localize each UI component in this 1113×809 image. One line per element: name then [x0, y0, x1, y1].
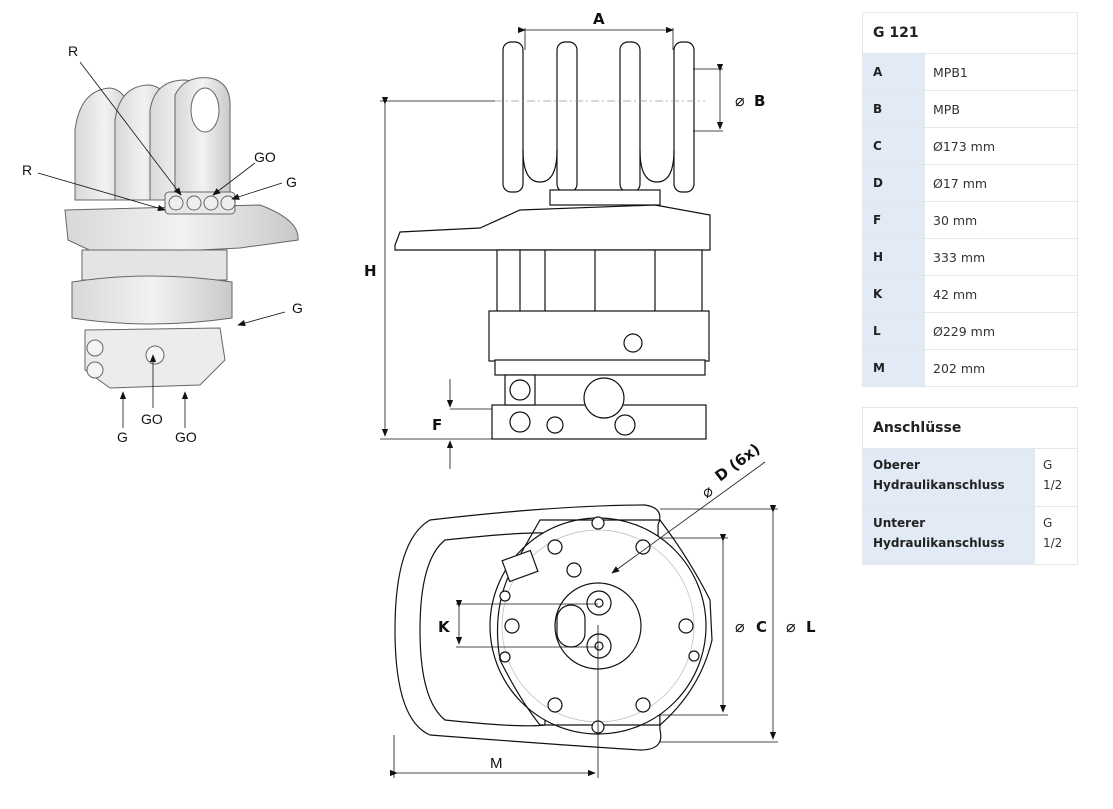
dim-h-label: H — [364, 262, 377, 280]
dim-c-label: C — [756, 618, 767, 636]
table-row: H 333 mm — [863, 239, 1077, 276]
dim-b-label: B — [754, 92, 765, 110]
dim-f-label: F — [432, 416, 442, 434]
callout-g-top: G — [286, 174, 297, 190]
table-row: C Ø173 mm — [863, 128, 1077, 165]
dim-k-label: K — [438, 618, 451, 636]
table-row: A MPB1 — [863, 54, 1077, 91]
side-view — [394, 41, 711, 440]
spec-key: H — [863, 239, 925, 275]
connections-table-title: Anschlüsse — [863, 408, 1077, 449]
spec-value: MPB — [933, 101, 960, 117]
connection-value: G 1/2 — [1043, 458, 1063, 492]
diameter-symbol-c: ⌀ — [735, 619, 745, 636]
iso-callout-lines — [37, 61, 286, 428]
spec-key: F — [863, 202, 925, 238]
spec-key: L — [863, 313, 925, 349]
diameter-symbol: ⌀ — [735, 93, 745, 110]
spec-value: MPB1 — [933, 64, 968, 80]
top-view-dimensions — [389, 461, 778, 778]
connection-value: G 1/2 — [1043, 516, 1063, 550]
spec-key: K — [863, 276, 925, 312]
spec-value: 30 mm — [933, 212, 978, 228]
connections-table: Anschlüsse Oberer Hydraulikanschluss G 1/… — [862, 407, 1078, 565]
technical-drawing: R R GO G G GO G GO A — [22, 10, 816, 778]
table-row: F 30 mm — [863, 202, 1077, 239]
spec-value: Ø173 mm — [933, 138, 996, 154]
side-view-dimensions — [380, 26, 724, 469]
spec-key: C — [863, 128, 925, 164]
table-row: D Ø17 mm — [863, 165, 1077, 202]
dim-l-label: L — [806, 618, 816, 636]
connection-key: Unterer Hydraulikanschluss — [863, 507, 1035, 564]
dim-d-label: D (6x) — [712, 440, 764, 485]
spec-table-title: G 121 — [863, 13, 1077, 54]
diameter-symbol-l: ⌀ — [786, 619, 796, 636]
table-row: K 42 mm — [863, 276, 1077, 313]
callout-go-bottom-right: GO — [175, 429, 197, 445]
dim-m-label: M — [490, 755, 503, 772]
dim-a-label: A — [593, 10, 605, 28]
callout-go-top: GO — [254, 149, 276, 165]
table-row: L Ø229 mm — [863, 313, 1077, 350]
callout-r-top: R — [68, 43, 78, 59]
spec-value: 333 mm — [933, 249, 986, 265]
isometric-view — [64, 77, 299, 389]
spec-key: B — [863, 91, 925, 127]
callout-g-bottom: G — [117, 429, 128, 445]
dimension-spec-table: G 121 A MPB1 B MPB C Ø173 mm D Ø17 mm F 30 mm… — [862, 12, 1078, 387]
spec-key: A — [863, 54, 925, 90]
callout-g-side: G — [292, 300, 303, 316]
spec-key: D — [863, 165, 925, 201]
table-row: Oberer Hydraulikanschluss G 1/2 — [863, 449, 1077, 507]
table-row: B MPB — [863, 91, 1077, 128]
spec-key: M — [863, 350, 925, 386]
spec-value: Ø17 mm — [933, 175, 988, 191]
table-row: Unterer Hydraulikanschluss G 1/2 — [863, 507, 1077, 564]
callout-go-bottom-mid: GO — [141, 411, 163, 427]
callout-r-left: R — [22, 162, 32, 178]
spec-value: 202 mm — [933, 360, 986, 376]
spec-value: Ø229 mm — [933, 323, 996, 339]
connection-key: Oberer Hydraulikanschluss — [863, 449, 1035, 506]
table-row: M 202 mm — [863, 350, 1077, 386]
spec-value: 42 mm — [933, 286, 978, 302]
